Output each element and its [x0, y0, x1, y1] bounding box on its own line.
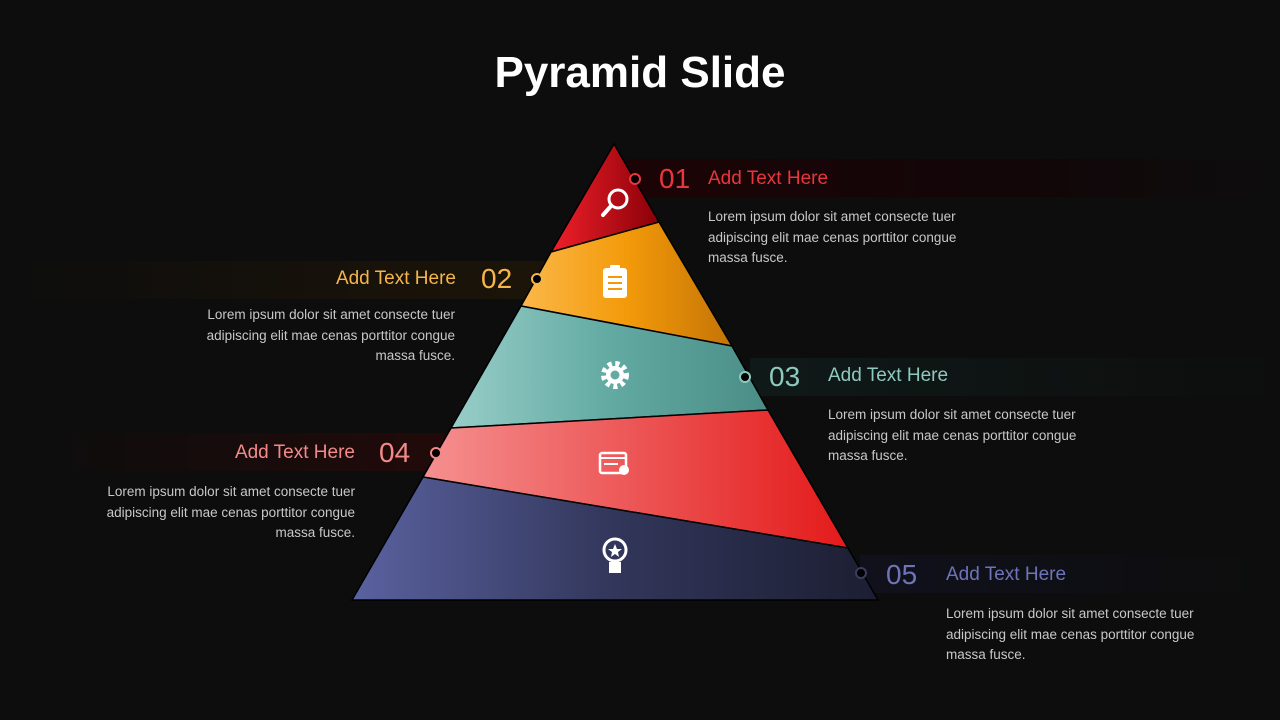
connector-dot-03 [739, 371, 751, 383]
page-title: Pyramid Slide [494, 48, 786, 97]
gear-icon [601, 361, 629, 389]
level-number-02: 02 [481, 263, 513, 294]
label-bar-01 [625, 159, 1280, 197]
level-desc-03: Lorem ipsum dolor sit amet consecte tuer… [828, 407, 1077, 463]
level-heading-03: Add Text Here [828, 365, 949, 386]
level-desc-01: Lorem ipsum dolor sit amet consecte tuer… [708, 209, 957, 265]
award-badge-icon [602, 537, 628, 573]
level-desc-05: Lorem ipsum dolor sit amet consecte tuer… [946, 606, 1195, 662]
connector-dot-04 [430, 447, 442, 459]
search-icon [601, 188, 629, 217]
connector-dot-05 [855, 567, 867, 579]
level-number-03: 03 [769, 361, 801, 392]
level-heading-05: Add Text Here [946, 564, 1067, 585]
clipboard-icon [603, 265, 627, 298]
connector-dot-02 [531, 273, 543, 285]
level-heading-02: Add Text Here [335, 268, 456, 289]
level-heading-01: Add Text Here [708, 168, 829, 189]
level-number-04: 04 [379, 437, 411, 468]
label-bar-03 [750, 358, 1280, 396]
label-bar-02 [0, 261, 545, 299]
connector-dot-01 [629, 173, 641, 185]
level-desc-04: Lorem ipsum dolor sit amet consecte tuer… [106, 484, 355, 540]
level-heading-04: Add Text Here [234, 442, 355, 463]
label-bar-04 [40, 433, 445, 471]
label-bar-05 [860, 555, 1280, 593]
level-number-01: 01 [659, 163, 691, 194]
browser-settings-icon [598, 451, 629, 475]
level-desc-02: Lorem ipsum dolor sit amet consecte tuer… [206, 307, 455, 363]
level-number-05: 05 [886, 559, 918, 590]
